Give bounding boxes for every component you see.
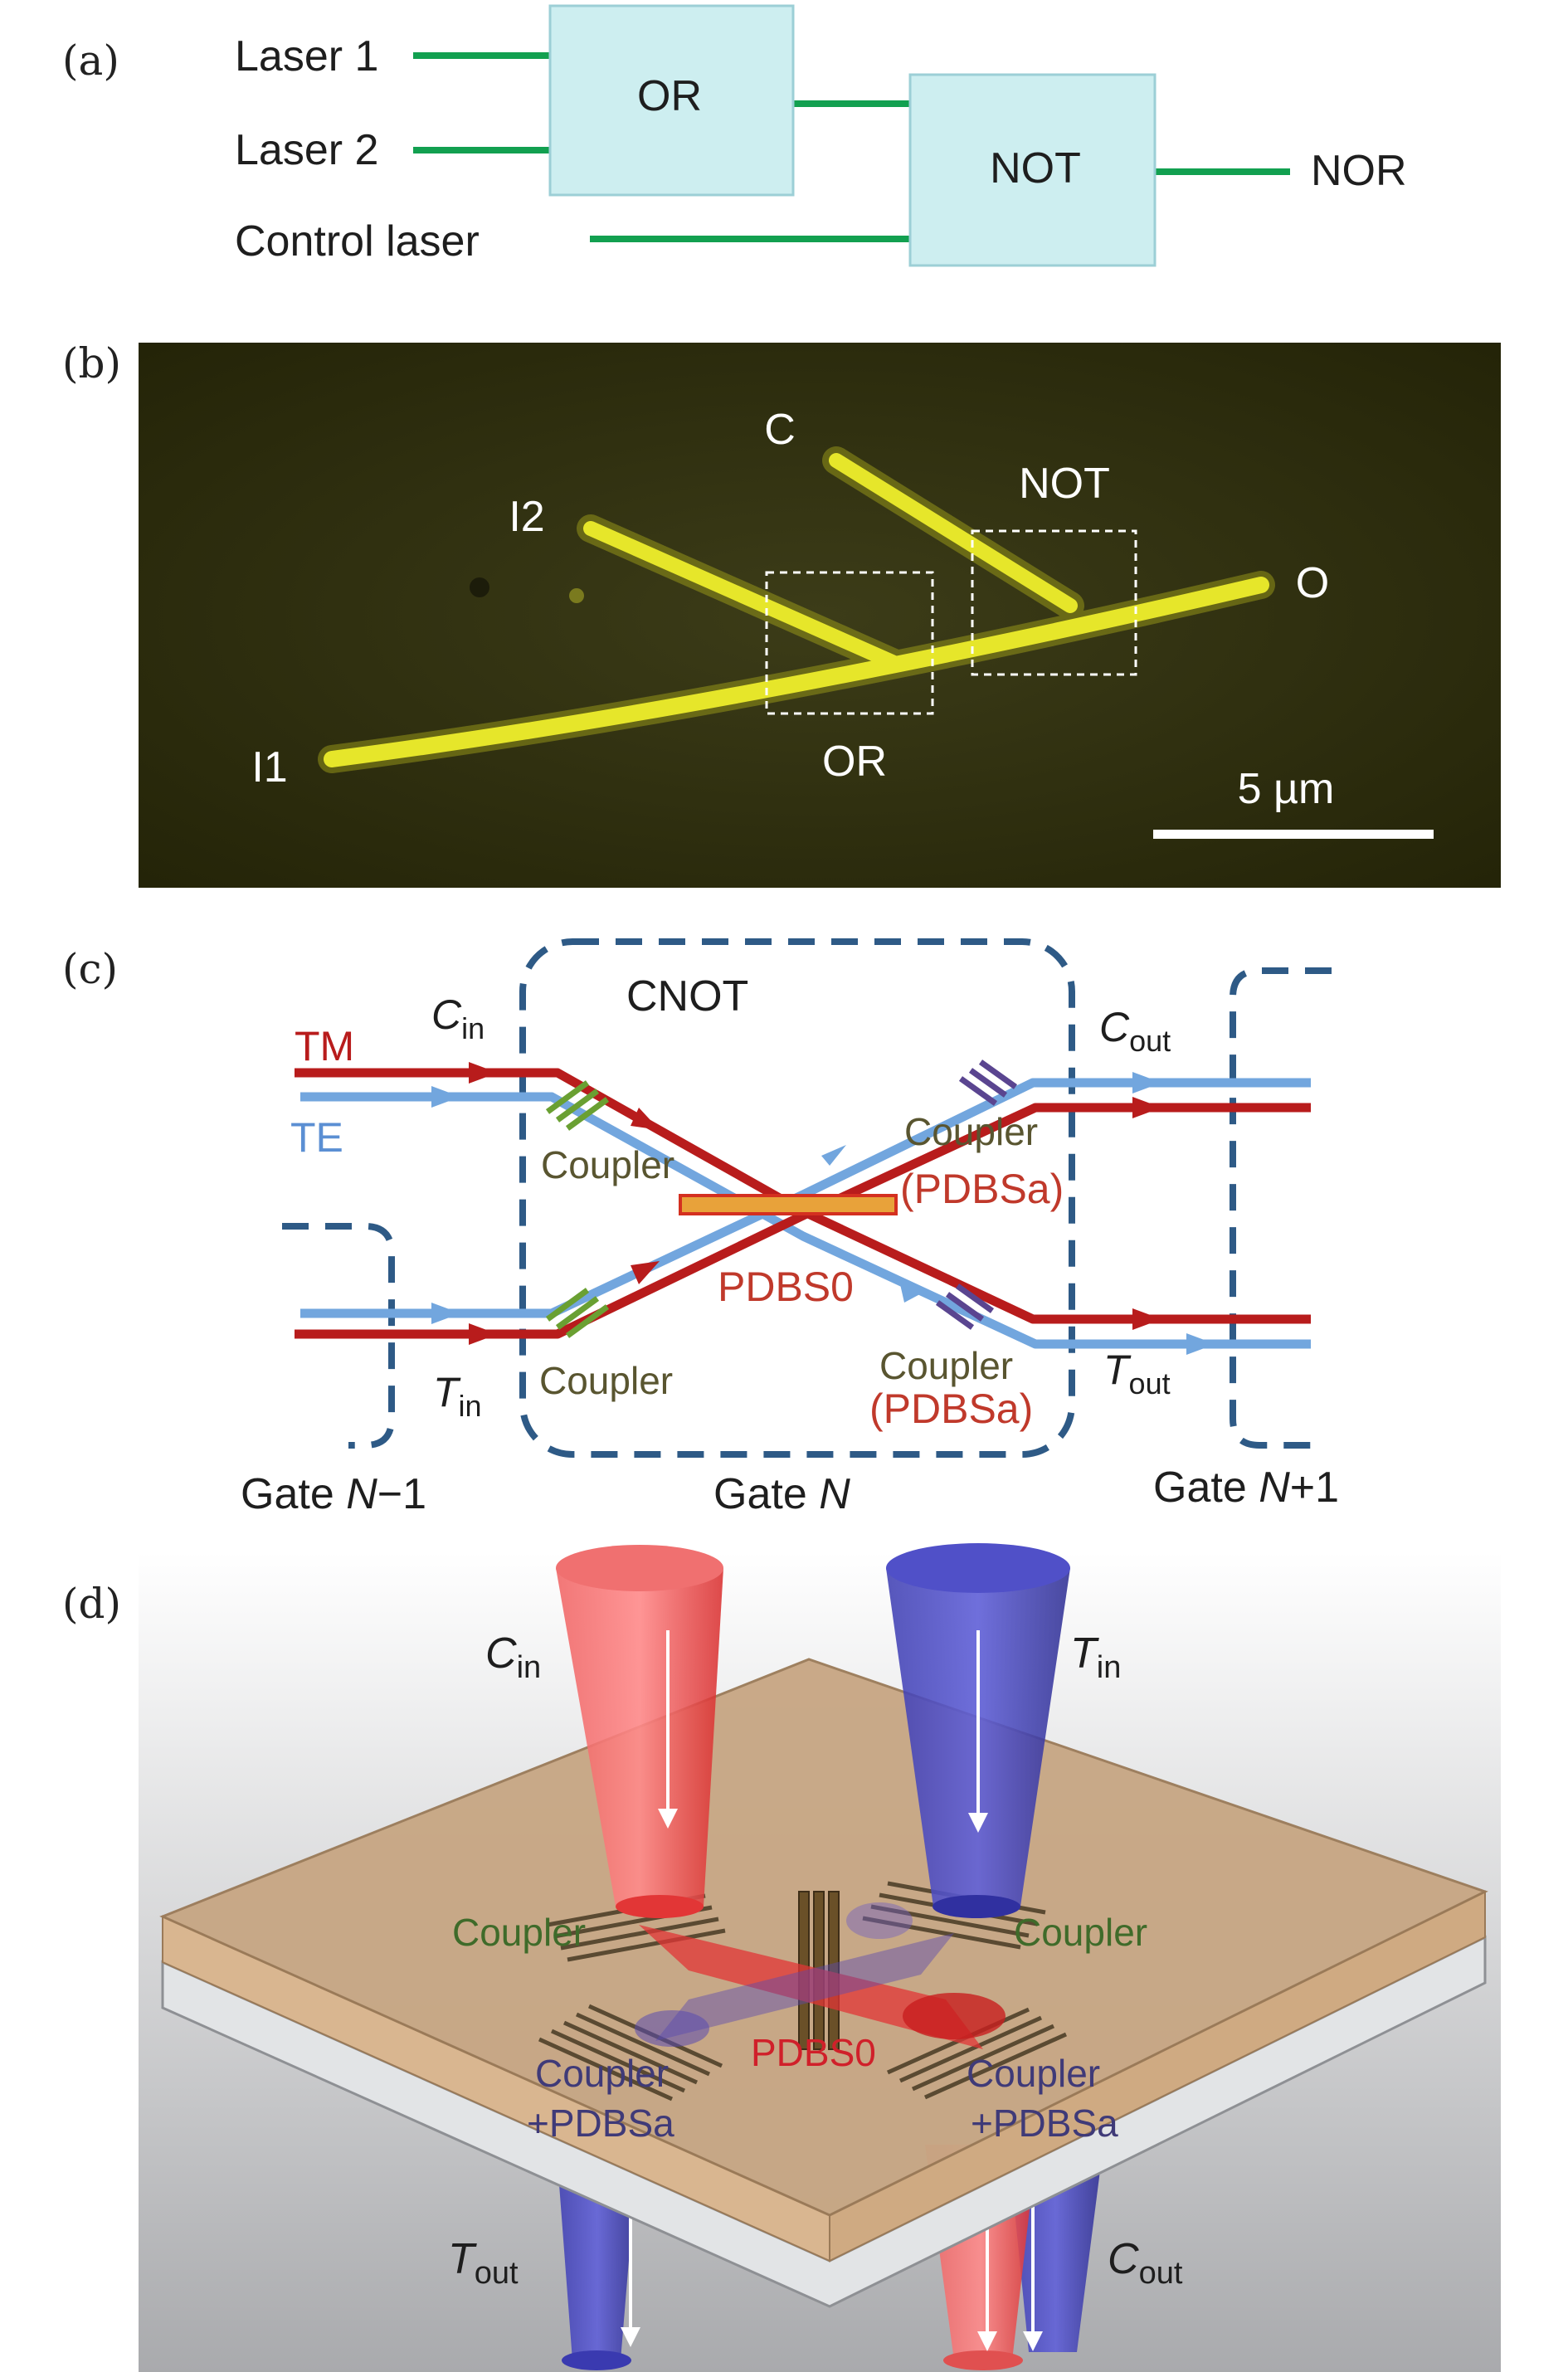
panel-a: (a) OR NOT Laser 1 Laser 2 Control laser… [62,4,1407,267]
coupler-grating-top-right [958,1059,1018,1106]
cnot-label: CNOT [626,972,748,1020]
d-coupler-pdbsa-left-line2: +PDBSa [527,2102,674,2145]
pdbs0-element [679,1194,898,1215]
laser-2-label: Laser 2 [235,126,378,174]
end-label-i1: I1 [251,743,287,791]
end-label-c: C [764,406,796,454]
input-beams [556,1543,1070,1918]
or-junction-box [765,571,934,715]
gate-prev-label: Gate N−1 [241,1470,426,1518]
panel-d: (d) [62,1543,1501,2372]
nanowire-main [324,577,1269,767]
gate-n-box [519,938,1075,1458]
d-c-out-label: Cout [1108,2235,1183,2291]
not-junction-box [971,529,1137,676]
panel-b-label: (b) [62,339,121,387]
panel-d-label: (d) [62,1580,121,1628]
coupler-gratings [538,1881,1068,2102]
panel-c-label: (c) [62,945,118,993]
direction-arrows [431,1062,1215,1355]
laser-1-label: Laser 1 [235,32,378,80]
te-path-control [300,1092,1311,1349]
gate-n-minus-1-box [282,1223,395,1449]
d-coupler-pdbsa-right-line1: Coupler [967,2052,1100,2095]
end-label-i2: I2 [509,493,544,541]
or-gate-box [548,4,795,197]
wire [413,52,1290,242]
nanowires [318,446,1275,773]
coupler-grating-bottom-left [545,1288,610,1338]
coupler-label-top-left: Coupler [541,1143,674,1186]
nanowire-c [829,453,1078,613]
t-in-label: Tin [433,1369,482,1423]
c-out-label: Cout [1099,1004,1171,1058]
or-box-label: OR [822,738,887,786]
gate-next-label: Gate N+1 [1153,1464,1339,1512]
coupler-grating-bottom-right [935,1283,995,1330]
c-in-label: Cin [431,991,485,1045]
d-coupler-label-right: Coupler [1014,1911,1147,1954]
or-gate-label: OR [637,72,702,120]
not-gate-label: NOT [990,144,1081,192]
t-out-label: Tout [1103,1347,1171,1400]
d-coupler-label-left: Coupler [452,1911,586,1954]
coupler-label-bottom-right: Coupler [879,1344,1013,1387]
coupler-grating-top-left [545,1080,610,1131]
panel-b: (b) C I2 I1 O NOT OR 5 µm [62,339,1501,888]
coupler-label-top-right: Coupler [904,1110,1038,1153]
in-plane-beams [635,1902,1006,2049]
not-box-label: NOT [1019,460,1110,508]
scale-bar [1153,830,1434,839]
pdbsa-label-bottom-right: (PDBSa) [869,1386,1033,1432]
d-coupler-pdbsa-left-line1: Coupler [535,2052,669,2095]
nor-output-label: NOR [1311,147,1407,195]
nanowire-i2 [583,521,903,671]
end-label-o: O [1296,559,1329,607]
pdbs0-label: PDBS0 [718,1264,854,1310]
pdbsa-label-top-right: (PDBSa) [900,1166,1064,1212]
scale-bar-label: 5 µm [1238,765,1335,813]
d-coupler-pdbsa-right-line2: +PDBSa [971,2102,1118,2145]
gate-current-label: Gate N [713,1470,850,1518]
te-label: TE [290,1114,343,1161]
d-c-in-label: Cin [485,1629,541,1685]
not-gate-box [908,73,1157,267]
d-pdbs0-label: PDBS0 [751,2031,876,2074]
coupler-label-bottom-left: Coupler [539,1359,673,1402]
panel-c: (c) [62,938,1339,1518]
d-t-out-label: Tout [448,2235,519,2291]
control-laser-label: Control laser [235,217,480,265]
d-t-in-label: Tin [1070,1629,1121,1685]
tm-label: TM [295,1023,354,1069]
panel-a-label: (a) [62,37,119,85]
gate-n-plus-1-box [1230,967,1332,1449]
micrograph [139,343,1501,888]
